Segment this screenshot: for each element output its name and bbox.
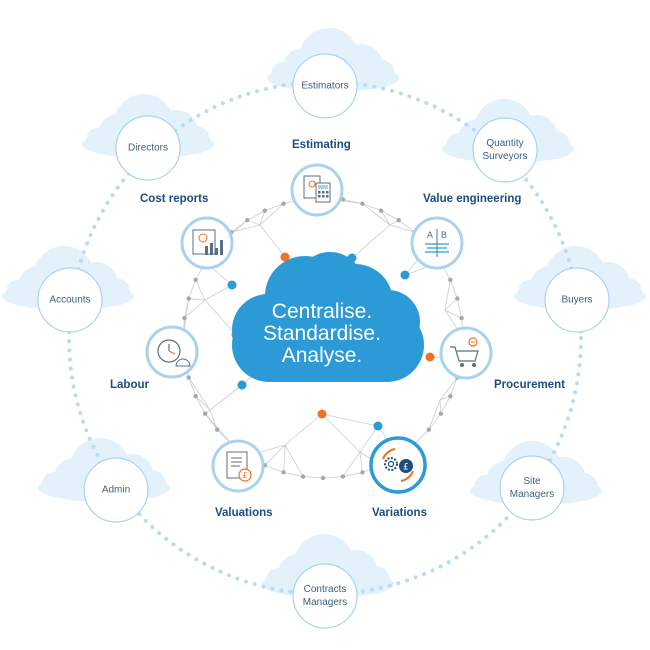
clock-worker-icon <box>145 325 199 379</box>
shopping-cart-icon <box>439 326 493 380</box>
central-cloud <box>232 252 424 382</box>
label-value-engineering: Value engineering <box>423 193 522 205</box>
slogan-line-2: Standardise. <box>263 322 381 345</box>
invoice-pound-icon: £ <box>211 439 265 493</box>
label-labour: Labour <box>110 379 149 391</box>
role-contracts-managers: Contracts Managers <box>302 584 348 608</box>
report-charts-icon <box>180 216 234 270</box>
role-circles <box>37 53 610 629</box>
label-valuations: Valuations <box>215 507 273 519</box>
function-icons: A B £ <box>145 163 493 494</box>
label-variations: Variations <box>372 507 427 519</box>
role-quantity-surveyors: Quantity Surveyors <box>482 138 528 162</box>
role-estimators: Estimators <box>301 80 349 92</box>
svg-text:A: A <box>427 231 434 241</box>
label-cost-reports: Cost reports <box>140 193 209 205</box>
slogan-line-1: Centralise. <box>271 300 373 323</box>
center-slogan: Centralise. Standardise. Analyse. <box>263 301 381 367</box>
role-directors: Directors <box>127 142 168 154</box>
slogan-line-3: Analyse. <box>281 344 363 367</box>
gear-pound-cycle-icon: £ <box>369 436 427 494</box>
ab-comparison-icon: A B <box>410 216 464 270</box>
calculator-document-icon <box>290 163 344 217</box>
svg-text:£: £ <box>403 463 409 473</box>
svg-text:B: B <box>441 231 447 241</box>
role-admin: Admin <box>101 484 131 496</box>
role-site-managers: Site Managers <box>509 476 555 500</box>
svg-text:£: £ <box>242 471 247 480</box>
label-estimating: Estimating <box>292 139 351 151</box>
role-accounts: Accounts <box>49 294 91 306</box>
role-buyers: Buyers <box>561 294 593 306</box>
label-procurement: Procurement <box>494 379 565 391</box>
